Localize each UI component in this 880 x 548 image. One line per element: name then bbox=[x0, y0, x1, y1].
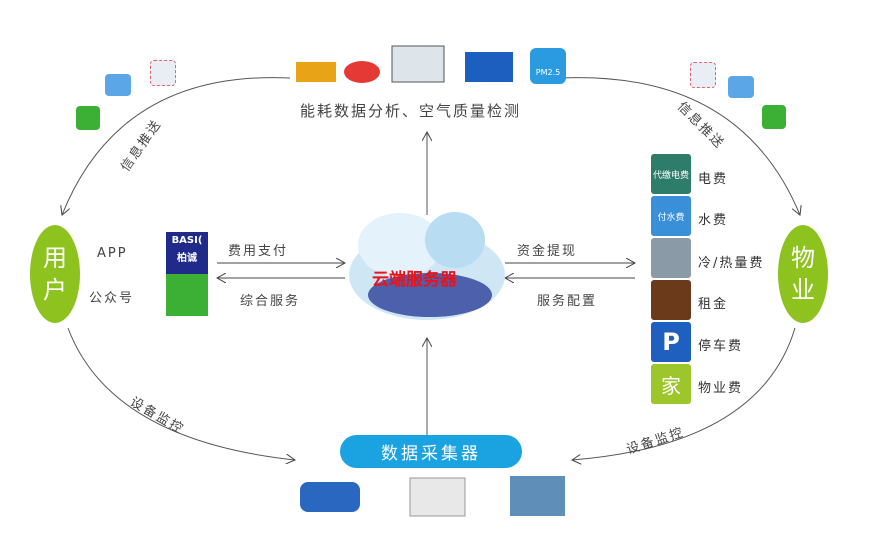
app-label: APP bbox=[97, 246, 128, 261]
withdraw-label: 资金提现 bbox=[517, 244, 578, 259]
cloud-icon bbox=[349, 212, 505, 320]
basi-logo: BASI(柏诚 bbox=[166, 232, 208, 274]
config-label: 服务配置 bbox=[537, 294, 598, 309]
rent-icon bbox=[651, 280, 691, 320]
top-icons bbox=[296, 45, 566, 84]
wechat-icon bbox=[76, 106, 100, 130]
top-title: 能耗数据分析、空气质量检测 bbox=[300, 102, 522, 120]
fee-payment-label: 费用支付 bbox=[228, 244, 289, 259]
fee-label: 停车费 bbox=[698, 339, 744, 354]
wechat-icon bbox=[762, 105, 786, 129]
fee-label: 物业费 bbox=[698, 381, 744, 396]
pm25-icon: PM2.5 bbox=[535, 68, 561, 77]
fee-label: 电费 bbox=[698, 172, 729, 187]
heating-fee-icon bbox=[651, 238, 691, 278]
user-node: 用户 bbox=[30, 225, 80, 323]
electricity-fee-icon: 代缴电费 bbox=[651, 154, 691, 194]
official-account-label: 公众号 bbox=[89, 291, 135, 306]
fee-label: 冷/热量费 bbox=[698, 256, 765, 271]
cloud-server-label: 云端服务器 bbox=[372, 270, 457, 290]
email-icon bbox=[105, 74, 131, 96]
fee-label: 租金 bbox=[698, 297, 729, 312]
property-fee-icon: 家 bbox=[651, 364, 691, 404]
meter-images bbox=[300, 476, 565, 517]
service-label: 综合服务 bbox=[240, 294, 301, 309]
wechat-logo bbox=[166, 274, 208, 316]
parking-icon: P bbox=[651, 322, 691, 362]
data-collector-badge: 数据采集器 bbox=[340, 435, 522, 468]
mail-envelope-icon bbox=[150, 60, 176, 86]
fee-label: 水费 bbox=[698, 213, 729, 228]
email-icon bbox=[728, 76, 754, 98]
mail-envelope-icon bbox=[690, 62, 716, 88]
water-fee-icon: 付水费 bbox=[651, 196, 691, 236]
property-node: 物业 bbox=[778, 225, 828, 323]
